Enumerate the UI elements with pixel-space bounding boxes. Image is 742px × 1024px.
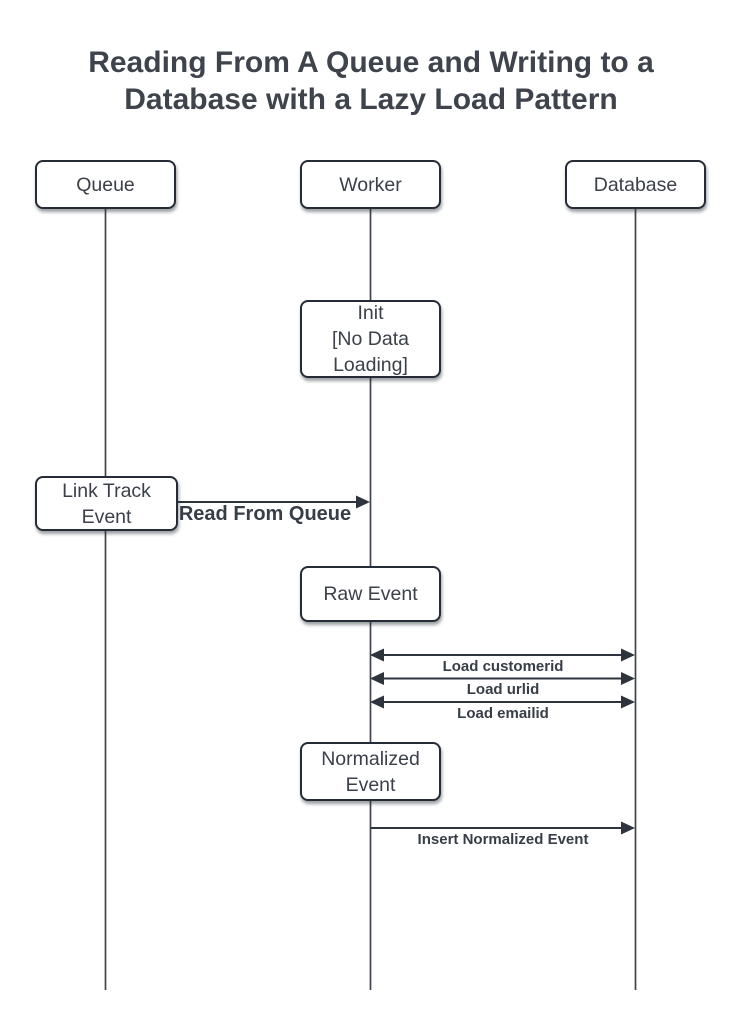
arrowhead-left-icon (370, 672, 384, 685)
note-line: Init (357, 302, 384, 324)
message-arrow-load-emailid (370, 695, 635, 709)
arrowhead-left-icon (370, 648, 384, 662)
note-box-normalized-event: Normalized Event (300, 742, 441, 801)
message-label-load-emailid: Load emailid (457, 705, 549, 722)
note-box-raw-event: Raw Event (300, 566, 441, 622)
actor-label-worker: Worker (339, 173, 402, 196)
note-line: Link Track (62, 479, 151, 502)
message-arrow-load-urlid (370, 672, 635, 685)
note-line: Raw Event (323, 583, 418, 605)
actor-box-worker: Worker (300, 160, 441, 209)
arrowhead-right-icon (621, 648, 635, 662)
message-arrow-insert-normalized-event (370, 821, 635, 835)
arrowhead-left-icon (370, 695, 384, 709)
note-box-init: Init [No Data Loading] (300, 300, 441, 378)
note-box-link-track-event: Link Track Event (35, 476, 178, 531)
message-arrow-load-customerid (370, 648, 635, 662)
diagram-title: Reading From A Queue and Writing to a Da… (88, 46, 654, 116)
message-label-read-from-queue: Read From Queue (178, 503, 352, 525)
note-line: [No Data (332, 328, 409, 350)
note-line: Normalized (321, 747, 420, 770)
note-line: Event (345, 773, 396, 796)
arrowhead-right-icon (621, 821, 635, 835)
arrowhead-right-icon (621, 672, 635, 685)
actor-box-queue: Queue (35, 160, 176, 209)
actor-label-database: Database (593, 173, 678, 196)
arrowhead-right-icon (356, 495, 370, 509)
message-label-load-urlid: Load urlid (466, 681, 540, 698)
actor-label-queue: Queue (76, 173, 135, 196)
note-line: Event (81, 505, 132, 528)
message-label-load-customerid: Load customerid (442, 658, 564, 675)
note-line: Loading] (333, 354, 408, 376)
message-label-insert-normalized-event: Insert Normalized Event (417, 831, 589, 848)
actor-box-database: Database (565, 160, 706, 209)
arrowhead-right-icon (621, 695, 635, 709)
